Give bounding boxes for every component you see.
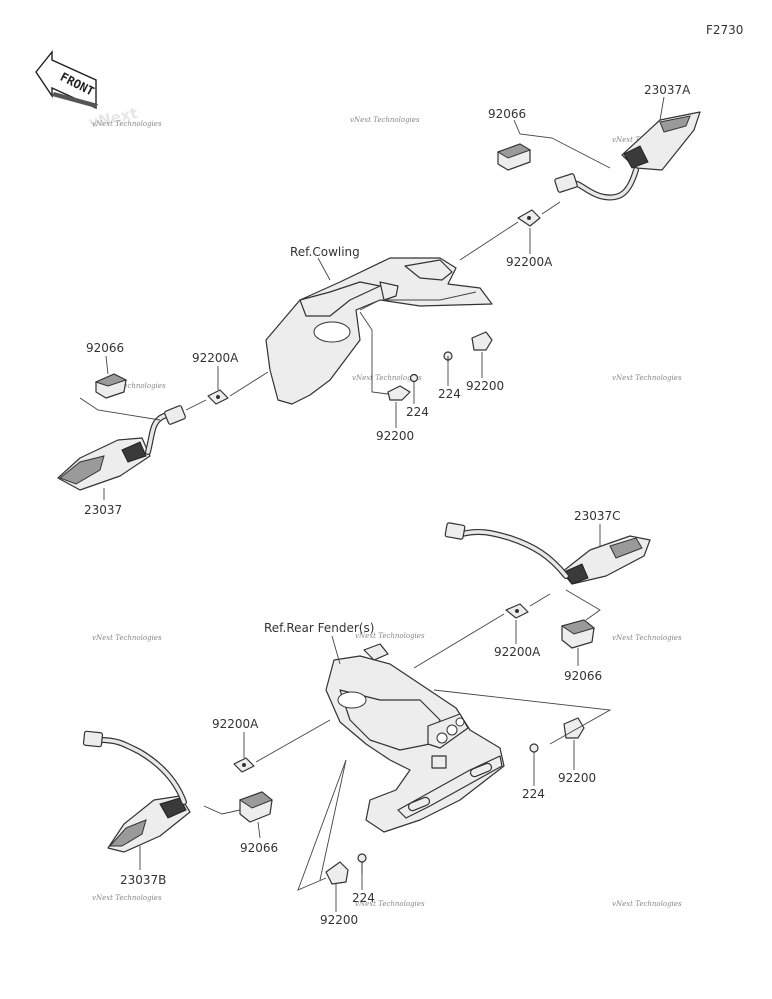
watermark-text: vNext Technologies (92, 894, 162, 902)
bracket-92200-top-a (471, 331, 493, 351)
part-92066-left-label: 92066 (86, 341, 124, 355)
bolt-224-bottom-right (529, 743, 539, 753)
watermark-text: vNext Technologies (355, 632, 425, 640)
watermark-text: vNext Technologies (612, 374, 682, 382)
part-92200-bottom-right-label: 92200 (558, 771, 596, 785)
fender-light-housing (427, 713, 469, 749)
watermark-text: vNext Technologies (350, 116, 420, 124)
bolt-224-top-b (409, 373, 419, 383)
bracket-92200-bottom-right (563, 717, 585, 739)
part-92066-right-label: 92066 (564, 669, 602, 683)
diagram-code: F2730 (706, 23, 743, 37)
bolt-224-top-a (443, 351, 453, 362)
part-23037C-label: 23037C (574, 509, 621, 523)
part-92200A-mid-right-label: 92200A (494, 645, 541, 659)
bolt-224-bottom (357, 853, 367, 874)
watermark-text: vNext Technologies (612, 900, 682, 908)
part-92200-top-a-label: 92200 (466, 379, 504, 393)
turn-signal-23037A (554, 111, 701, 201)
turn-signal-23037 (57, 405, 186, 491)
connector-92066-top (496, 143, 532, 171)
watermark-text: vNext Technologies (612, 634, 682, 642)
ref-rear-fender-label: Ref.Rear Fender(s) (264, 621, 374, 635)
watermark-text: vNext Technologies (92, 120, 162, 128)
cowling-outline (265, 257, 493, 405)
part-92200-bottom-label: 92200 (320, 913, 358, 927)
connector-92066-bottom (238, 791, 273, 823)
part-23037-label: 23037 (84, 503, 122, 517)
part-92066-top-label: 92066 (488, 107, 526, 121)
watermark-text: vNext Technologies (355, 900, 425, 908)
bracket-92200-top-b (387, 385, 411, 401)
grommet-92200A-top (517, 209, 541, 227)
part-92200-top-b-label: 92200 (376, 429, 414, 443)
bracket-92200-bottom (325, 861, 349, 885)
front-arrow-icon: FRONT (35, 50, 98, 110)
part-23037A-label: 23037A (644, 83, 691, 97)
watermark-text: vNext Technologies (352, 374, 422, 382)
turn-signal-23037C (444, 522, 651, 585)
rear-fender-outline (325, 655, 505, 833)
grommet-92200A-bottom-left (233, 757, 255, 773)
watermark-text: vNext Technologies (96, 382, 166, 390)
connector-92066-left (94, 373, 128, 399)
part-23037B-label: 23037B (120, 873, 166, 887)
part-92066-bottom-label: 92066 (240, 841, 278, 855)
part-92200A-left-label: 92200A (192, 351, 239, 365)
part-92200A-bottom-left-label: 92200A (212, 717, 259, 731)
part-224-bottom-label: 224 (352, 891, 375, 905)
part-224-top-b-label: 224 (406, 405, 429, 419)
part-224-top-a-label: 224 (438, 387, 461, 401)
grommet-92200A-mid-right (505, 603, 529, 619)
part-224-bottom-right-label: 224 (522, 787, 545, 801)
part-92200A-top-right-label: 92200A (506, 255, 553, 269)
connector-92066-right (560, 619, 596, 649)
turn-signal-23037B (82, 730, 191, 853)
ref-cowling-label: Ref.Cowling (290, 245, 360, 259)
grommet-92200A-left (207, 389, 229, 405)
watermark-text: vNext Technologies (92, 634, 162, 642)
